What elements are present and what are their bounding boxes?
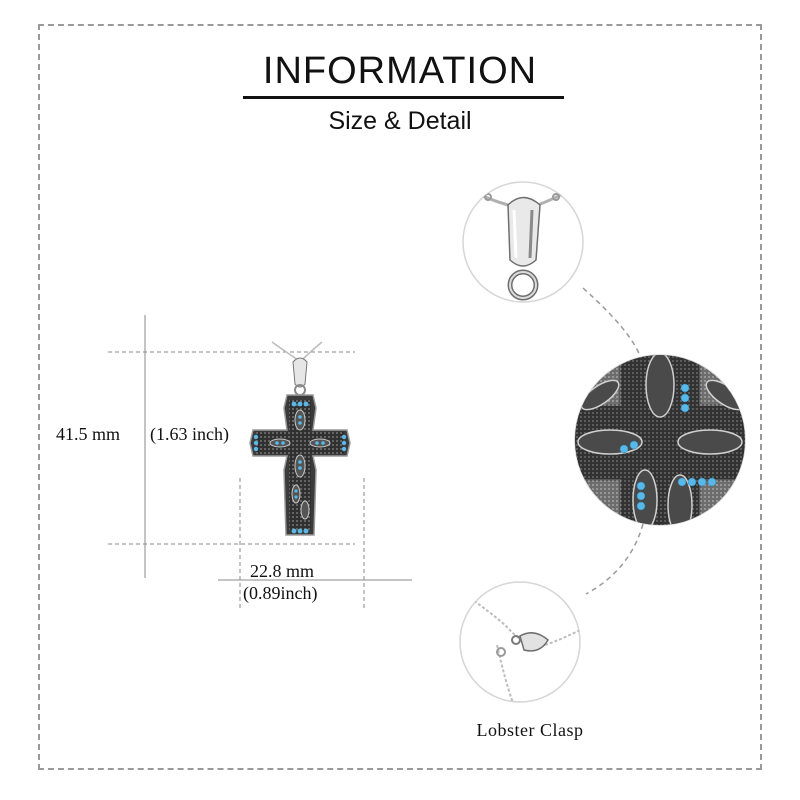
bail-closeup <box>462 181 584 303</box>
connector-line-top <box>582 287 641 357</box>
cross-center-closeup <box>574 354 746 526</box>
page-subtitle: Size & Detail <box>328 107 472 135</box>
title-underline <box>243 96 564 99</box>
connector-line-bottom <box>585 523 644 595</box>
pendant-bail <box>292 357 308 396</box>
dimension-guides <box>108 315 412 608</box>
cross-pendant <box>249 394 351 536</box>
dashed-frame <box>38 24 762 770</box>
clasp-caption: Lobster Clasp <box>476 720 584 740</box>
width-inch-label: (0.89inch) <box>243 583 318 603</box>
width-mm-label: 22.8 mm <box>250 561 315 581</box>
height-inch-label: (1.63 inch) <box>150 424 229 444</box>
page-title: INFORMATION <box>262 50 538 92</box>
lobster-clasp-closeup <box>459 581 581 703</box>
necklace-chain <box>271 341 323 361</box>
height-mm-label: 41.5 mm <box>56 424 121 444</box>
